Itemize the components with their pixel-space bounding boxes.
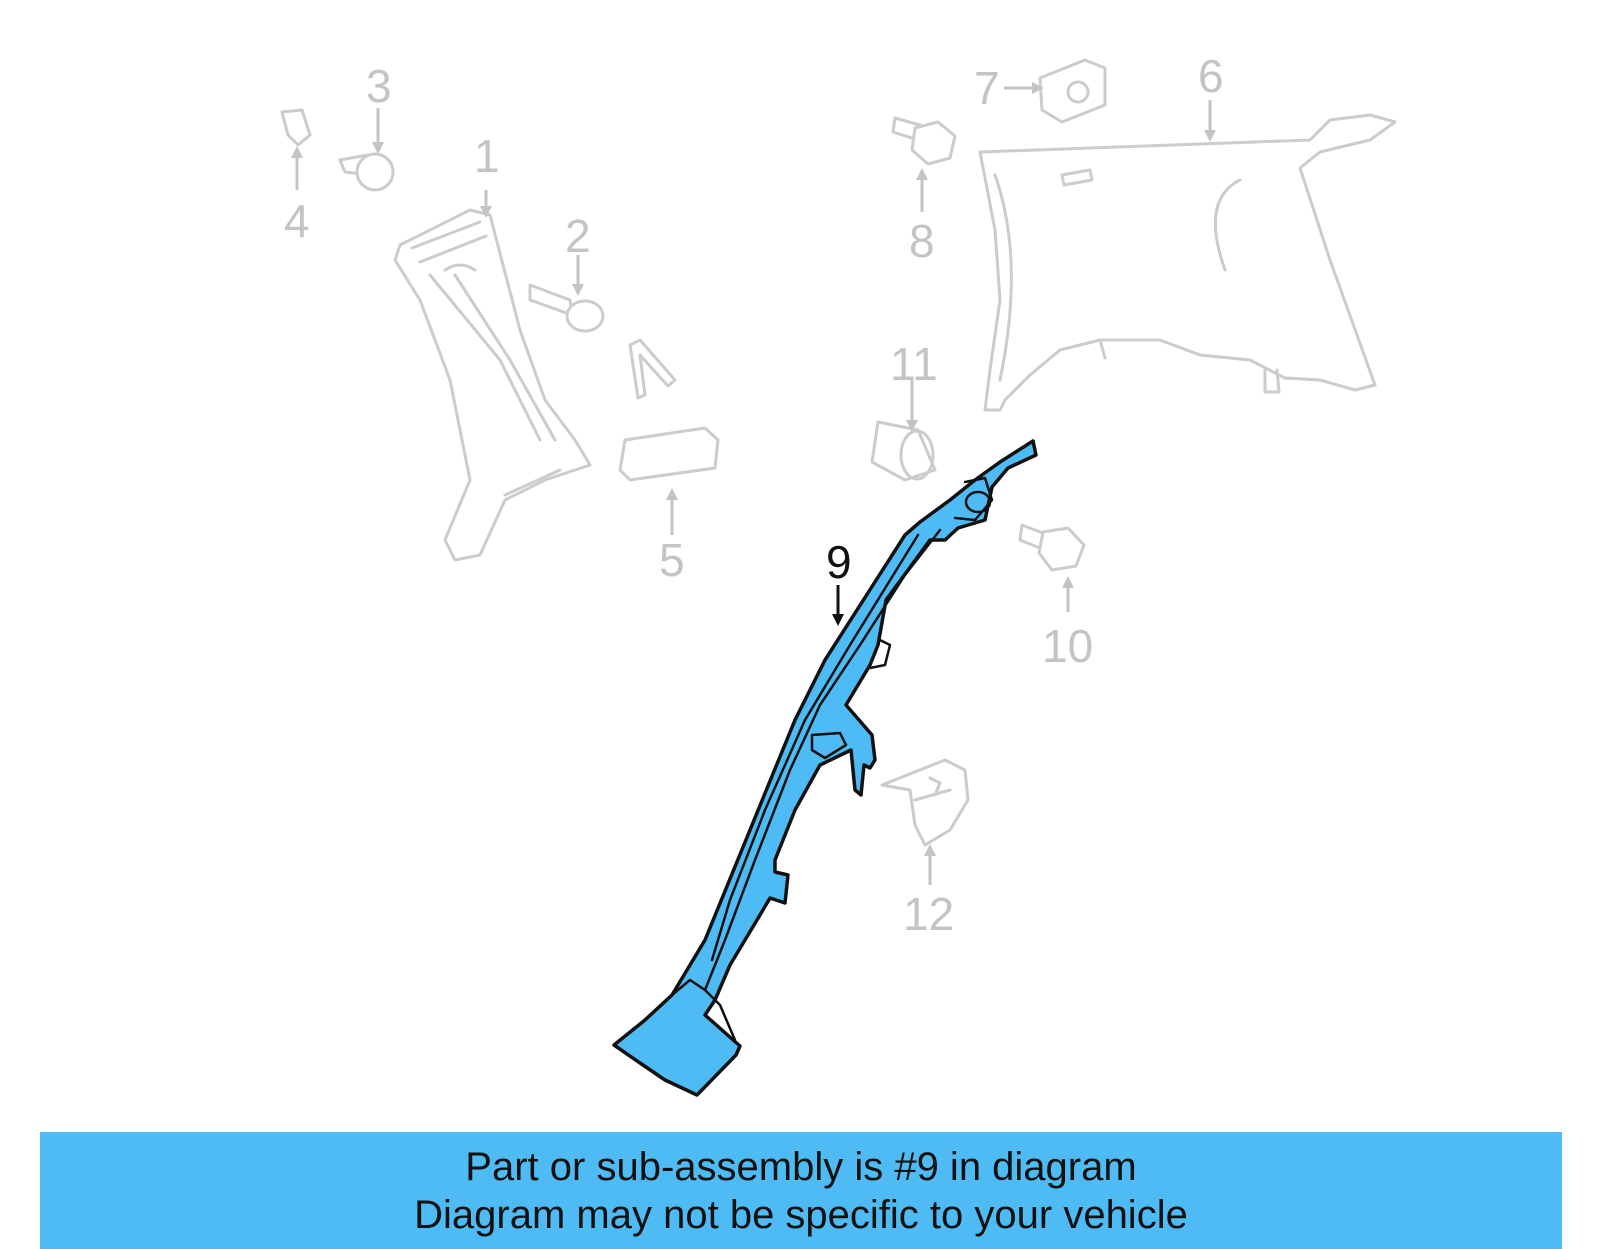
part-7-bracket <box>1038 58 1107 124</box>
callout-4: 4 <box>284 195 310 247</box>
part-11-bushing <box>870 420 937 482</box>
callout-labels: 1 2 3 4 5 6 7 8 9 10 11 12 <box>284 50 1224 940</box>
callout-12: 12 <box>903 888 954 940</box>
part-1-pillar-trim <box>393 208 592 562</box>
callout-11: 11 <box>890 338 938 390</box>
part-12-bracket <box>880 758 970 847</box>
part-4-cap <box>280 108 312 147</box>
banner-line-2: Diagram may not be specific to your vehi… <box>414 1192 1188 1237</box>
part-3-push-clip <box>338 152 395 192</box>
leader-arrows <box>291 82 1216 885</box>
callout-8: 8 <box>909 215 935 267</box>
banner-line-1: Part or sub-assembly is #9 in diagram <box>465 1144 1137 1189</box>
callout-10: 10 <box>1042 620 1093 672</box>
callout-1: 1 <box>474 130 500 182</box>
callout-3: 3 <box>366 60 392 112</box>
callout-6: 6 <box>1198 50 1224 102</box>
part-10-bolt <box>1018 523 1086 572</box>
part-5-mirror <box>618 338 720 482</box>
part-8-bolt <box>891 116 957 166</box>
callout-7: 7 <box>974 62 1000 114</box>
part-2-clip <box>528 283 605 333</box>
info-banner: Part or sub-assembly is #9 in diagram Di… <box>40 1132 1562 1249</box>
part-6-quarter-panel <box>978 113 1397 412</box>
callout-9: 9 <box>826 536 852 588</box>
part-9-pillar-trim[interactable] <box>612 439 1038 1097</box>
callout-2: 2 <box>565 210 591 262</box>
callout-5: 5 <box>659 534 685 586</box>
